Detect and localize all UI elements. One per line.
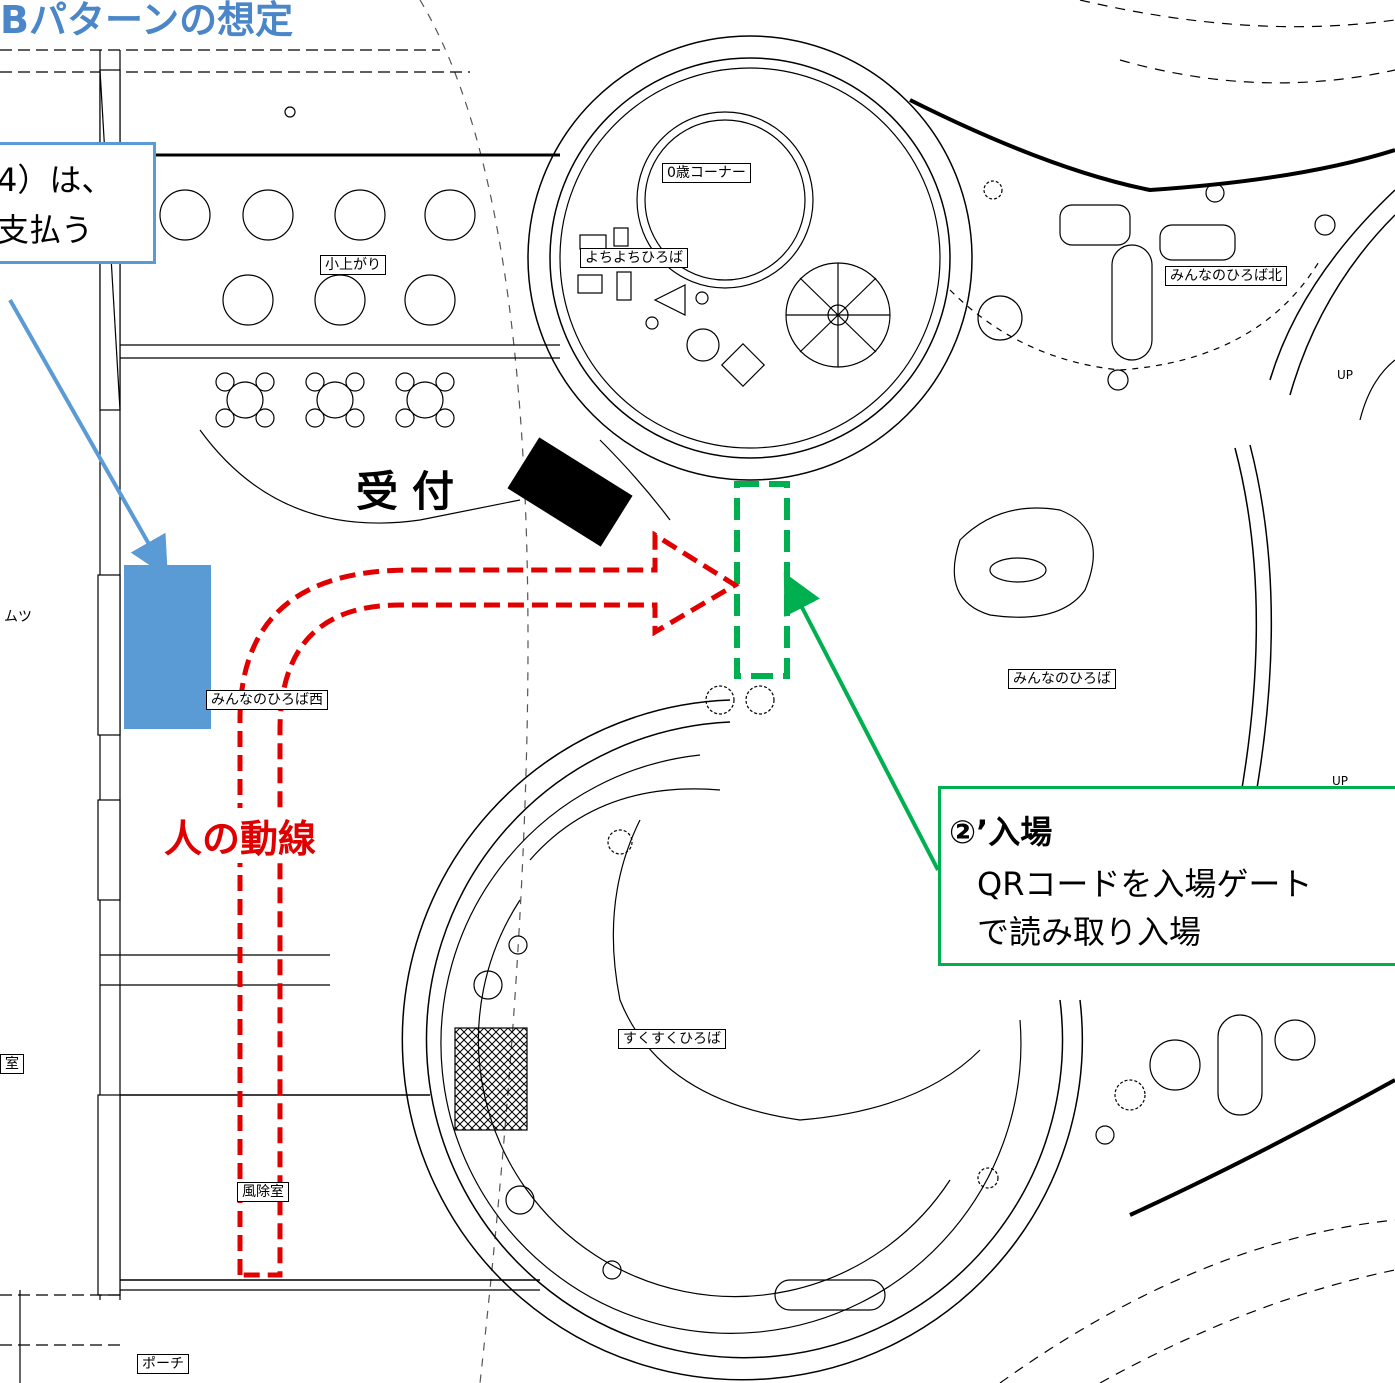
room-label-minna-west: みんなのひろば西 [206, 690, 328, 710]
entry-gate [734, 481, 790, 679]
callout-payment-line1: 4）は、 [0, 161, 114, 199]
room-label-koagari: 小上がり [320, 255, 386, 275]
up-label-north: UP [1337, 368, 1354, 382]
callout-entry-line1: QRコードを入場ゲート [977, 865, 1313, 903]
page-title: Bパターンの想定 [0, 0, 294, 42]
room-label-minna-north: みんなのひろば北 [1165, 266, 1287, 286]
reception-label: 受付 [356, 467, 469, 516]
room-label-porch: ポーチ [137, 1354, 189, 1374]
callout-left-pointer [8, 299, 168, 578]
room-label-fuujoshitsu: 風除室 [237, 1182, 289, 1202]
reception-desk [507, 437, 633, 547]
callout-right-pointer [783, 572, 940, 871]
callout-entry-line2: で読み取り入場 [977, 913, 1202, 951]
payment-area-marker [124, 565, 211, 729]
room-label-zero-corner: 0歳コーナー [662, 163, 751, 183]
up-label-center: UP [1332, 774, 1349, 788]
room-label-sukusuku: すくすくひろば [618, 1029, 726, 1049]
people-flow-arrow [237, 530, 740, 1278]
flow-label: 人の動線 [160, 808, 321, 863]
callout-entry-heading: ②’入場 [949, 813, 1053, 851]
room-label-shitsu: 室 [0, 1054, 24, 1074]
callout-payment: 4）は、 支払う [0, 142, 156, 264]
room-label-minna: みんなのひろば [1008, 669, 1116, 689]
room-label-yochiyochi: よちよちひろば [580, 248, 688, 268]
callout-payment-line2: 支払う [0, 211, 94, 249]
room-label-omutsu: ムツ [0, 608, 36, 626]
callout-entry: ②’入場 QRコードを入場ゲート で読み取り入場 [938, 786, 1395, 966]
